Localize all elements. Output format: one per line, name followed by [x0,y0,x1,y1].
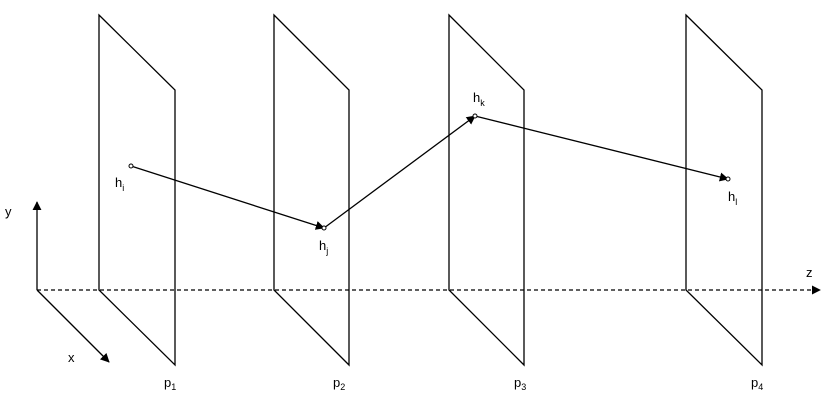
plane-p3 [448,13,525,367]
point-hl [725,176,731,182]
point-label-hl: hl [728,189,737,207]
plane-label-p4: p4 [751,375,763,392]
point-hj [321,225,327,231]
plane-p1 [98,13,176,367]
point-hk [472,113,478,119]
point-label-hi: hi [115,175,124,193]
y-axis-label: y [5,204,12,219]
point-label-hj: hj [319,238,328,256]
plane-label-p2: p2 [333,375,345,392]
plane-label-p3: p3 [514,375,526,392]
z-axis-label: z [806,265,813,280]
point-label-hk: hk [473,90,485,108]
plane-p2 [273,13,350,367]
point-hi [128,163,134,169]
x-axis-label: x [68,350,75,365]
arrow-hi-to-hj [130,165,325,230]
arrow-hk-to-hl [474,115,729,182]
plane-label-p1: p1 [164,375,176,392]
x-axis-line [36,289,110,363]
plane-p4 [685,13,763,367]
arrow-hj-to-hk [323,115,476,229]
